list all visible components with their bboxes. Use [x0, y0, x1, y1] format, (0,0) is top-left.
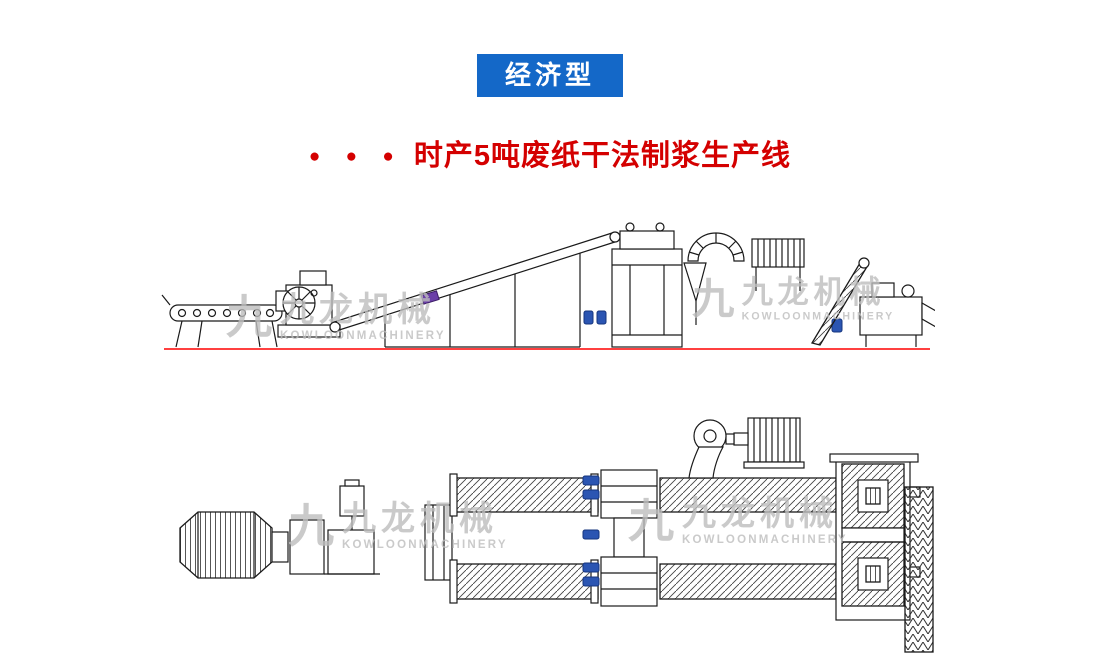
inlet-panel: [424, 504, 453, 581]
pump-units: [583, 310, 843, 333]
pulping-pipes: [449, 473, 837, 604]
inclined-conveyor: [329, 231, 621, 348]
cyclone-funnel: [683, 262, 707, 325]
flange-column: [582, 469, 658, 607]
curved-air-duct: [687, 232, 745, 262]
screening-tower: [611, 222, 683, 348]
page-title: ● ● ● 时产5吨废纸干法制浆生产线: [0, 132, 1100, 174]
elbow-pipe: [688, 446, 725, 479]
top-line-drawing: [161, 222, 935, 350]
title-bullets-icon: ● ● ●: [308, 146, 404, 167]
steep-conveyor: [810, 257, 870, 346]
press-assembly: [829, 453, 921, 621]
economy-type-badge: 经济型: [476, 54, 624, 97]
bottom-line-drawing: [179, 417, 934, 653]
material-on-belt: [420, 290, 440, 305]
discharge-machine: [859, 282, 935, 347]
page-title-text: 时产5吨废纸干法制浆生产线: [413, 140, 792, 172]
feed-conveyor: [161, 294, 283, 348]
top-production-line-diagram: 九 九龙机械 KOWLOONMACHINERY 九 九龙机械 KOWLOONMA…: [160, 205, 935, 365]
shredder-machine: [275, 270, 341, 338]
drive-motor: [688, 417, 805, 479]
slat-screen-box: [751, 238, 805, 291]
bottom-machine-assembly-diagram: 九 九龙机械 KOWLOONMACHINERY 九 九龙机械 KOWLOONMA…: [158, 402, 942, 660]
feed-units: [289, 479, 380, 575]
drum-pulper: [179, 511, 289, 579]
herringbone-column: [904, 486, 934, 653]
